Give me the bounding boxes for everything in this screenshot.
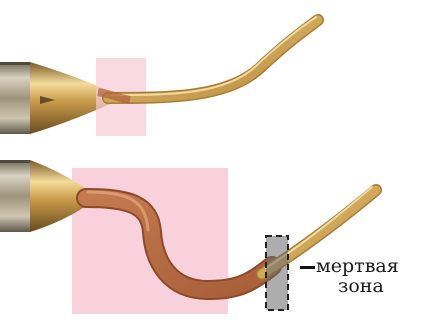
bottom-shank: [0, 160, 30, 232]
label-line-2: зона: [338, 276, 384, 296]
top-shank: [0, 62, 30, 134]
top-shank-edge: [0, 62, 30, 65]
label-leader-dash: [300, 266, 315, 269]
label-line-1: мертвая: [316, 256, 399, 276]
dead-zone-fill: [266, 236, 288, 310]
bottom-shank-edge: [0, 160, 30, 163]
top-instrument: [0, 17, 318, 136]
bottom-instrument: [0, 160, 376, 314]
